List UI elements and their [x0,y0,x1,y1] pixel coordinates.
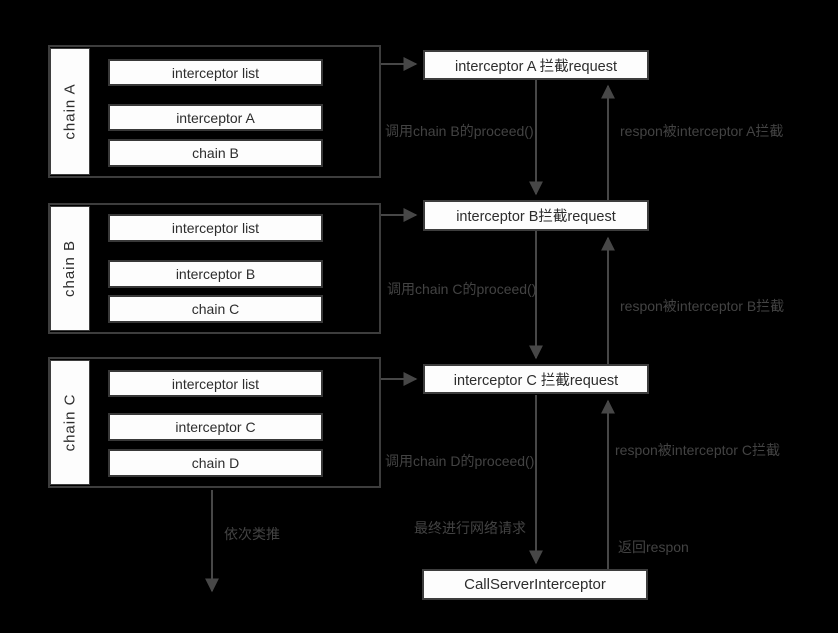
chain-c-interceptor-box: interceptor C [108,413,323,441]
chain-b-next-chain-text: chain C [191,301,240,317]
chain-c-interceptor-text: interceptor C [175,419,256,435]
label-return-respon: 返回respon [618,539,689,555]
chain-b-interceptor-list-text: interceptor list [171,220,260,236]
step-call-server-interceptor-box: CallServerInterceptor [422,569,648,600]
step-interceptor-a-box: interceptor A 拦截request [423,50,649,80]
label-and-so-on: 依次类推 [224,526,280,542]
chain-a-interceptor-box: interceptor A [108,104,323,131]
chain-b-interceptor-text: interceptor B [175,266,256,282]
label-respon-interceptor-a: respon被interceptor A拦截 [620,123,784,139]
chain-c-next-chain-text: chain D [191,455,240,471]
chain-b-interceptor-list-box: interceptor list [108,214,323,242]
label-proceed-chain-b: 调用chain B的proceed() [385,123,534,139]
label-proceed-chain-c: 调用chain C的proceed() [387,281,537,297]
chain-c-interceptor-list-box: interceptor list [108,370,323,397]
label-respon-interceptor-b: respon被interceptor B拦截 [620,298,785,314]
label-respon-interceptor-c: respon被interceptor C拦截 [615,442,780,458]
chain-a-label: chain A [61,83,79,140]
step-interceptor-b-text: interceptor B拦截request [456,209,616,225]
chain-a-interceptor-text: interceptor A [176,109,255,126]
chain-a-next-chain-box: chain B [108,139,323,167]
chain-b-interceptor-box: interceptor B [108,260,323,288]
step-interceptor-c-box: interceptor C 拦截request [423,364,649,394]
chain-a-interceptor-list-text: interceptor list [171,64,260,81]
step-interceptor-b-box: interceptor B拦截request [423,200,649,231]
chain-a-next-chain-text: chain B [192,145,239,161]
chain-a-interceptor-list-box: interceptor list [108,59,323,86]
chain-c-next-chain-box: chain D [108,449,323,477]
chain-c-interceptor-list-text: interceptor list [171,375,260,392]
chain-a-label-box: chain A [50,48,90,175]
label-final-network-request: 最终进行网络请求 [414,520,526,536]
chain-b-label: chain B [61,239,79,298]
chain-b-label-box: chain B [50,206,90,331]
chain-b-next-chain-box: chain C [108,295,323,323]
step-interceptor-a-text: interceptor A 拦截request [455,58,617,75]
label-proceed-chain-d: 调用chain D的proceed() [385,453,535,469]
chain-c-label-box: chain C [50,360,90,485]
chain-c-label: chain C [61,393,79,452]
step-interceptor-c-text: interceptor C 拦截request [453,372,619,389]
step-call-server-interceptor-text: CallServerInterceptor [464,576,606,593]
